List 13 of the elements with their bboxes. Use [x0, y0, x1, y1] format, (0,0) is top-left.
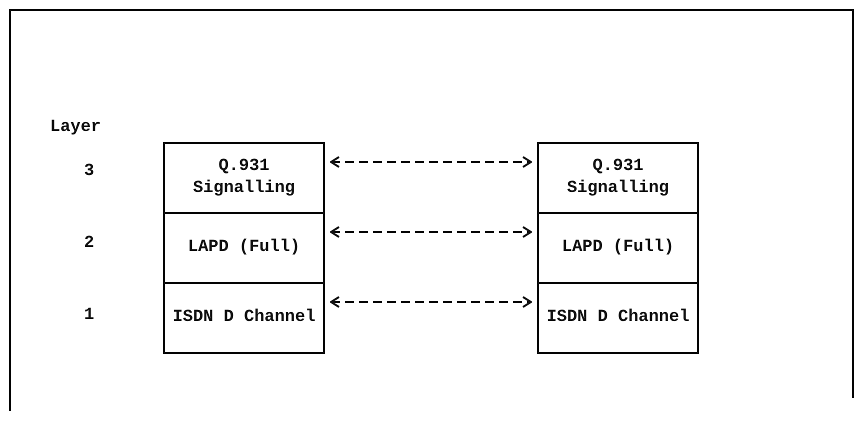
- double-arrow: [330, 156, 532, 168]
- protocol-layer-box: Q.931 Signalling: [163, 142, 325, 214]
- layer-number: 1: [84, 306, 94, 325]
- double-arrow: [330, 296, 532, 308]
- axis-heading: Layer: [50, 118, 102, 137]
- double-arrow: [330, 226, 532, 238]
- layer-number: 2: [84, 234, 94, 253]
- protocol-layer-box: ISDN D Channel: [537, 282, 699, 354]
- protocol-layer-box: LAPD (Full): [163, 212, 325, 284]
- protocol-layer-box: LAPD (Full): [537, 212, 699, 284]
- protocol-layer-box: Q.931 Signalling: [537, 142, 699, 214]
- layer-number: 3: [84, 162, 94, 181]
- protocol-layer-box: ISDN D Channel: [163, 282, 325, 354]
